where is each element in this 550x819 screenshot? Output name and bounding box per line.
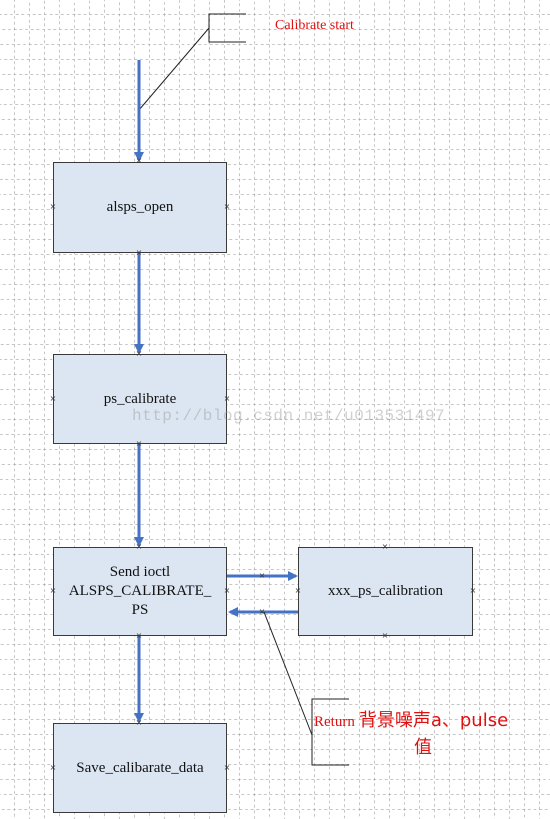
- return-cn-text-line2: 值: [414, 737, 432, 758]
- save-calibarate-data-label: Save_calibarate_data: [76, 759, 204, 776]
- connection-point-marker: ×: [135, 631, 143, 640]
- xxx-ps-calibration-label: xxx_ps_calibration: [328, 583, 443, 599]
- connection-point-marker: ×: [49, 586, 57, 595]
- connection-point-marker: ×: [223, 394, 231, 403]
- send-ioctl-label-line2: ALSPS_CALIBRATE_: [68, 583, 212, 599]
- connection-point-marker: ×: [223, 202, 231, 211]
- return-cn-text: 背景噪声a、pulse: [358, 710, 509, 731]
- connection-point-marker: ×: [49, 394, 57, 403]
- ps-calibrate-label: ps_calibrate: [103, 390, 177, 407]
- return-annotation: Return 背景噪声a、pulse 值: [314, 708, 544, 761]
- connection-point-marker: ×: [381, 542, 389, 551]
- calibrate-start-callout-bracket: [208, 13, 246, 43]
- connection-point-marker: ×: [258, 607, 266, 616]
- connection-point-marker: ×: [135, 439, 143, 448]
- send-ioctl-label-line1: Send ioctl: [109, 564, 171, 580]
- connection-point-marker: ×: [469, 586, 477, 595]
- connection-point-marker: ×: [258, 571, 266, 580]
- connection-point-marker: ×: [294, 586, 302, 595]
- send-ioctl-box: Send ioctl ALSPS_CALIBRATE_ PS: [53, 547, 227, 636]
- xxx-ps-calibration-box: xxx_ps_calibration: [298, 547, 473, 636]
- return-callout-leader: [263, 611, 313, 736]
- connection-point-marker: ×: [135, 156, 143, 165]
- save-calibarate-data-box: Save_calibarate_data: [53, 723, 227, 813]
- return-callout-bracket: [311, 698, 349, 766]
- connection-point-marker: ×: [135, 349, 143, 358]
- alsps-open-box: alsps_open: [53, 162, 227, 253]
- connection-point-marker: ×: [223, 763, 231, 772]
- ps-calibrate-box: ps_calibrate: [53, 354, 227, 444]
- connection-point-marker: ×: [49, 202, 57, 211]
- watermark-text: http://blog.csdn.net/u013531497: [132, 407, 446, 425]
- connection-point-marker: ×: [381, 631, 389, 640]
- connection-point-marker: ×: [223, 586, 231, 595]
- connection-point-marker: ×: [135, 542, 143, 551]
- return-prefix: Return: [314, 714, 355, 730]
- send-ioctl-label-line3: PS: [131, 602, 149, 618]
- calibrate-start-callout-leader: [138, 27, 210, 111]
- connection-point-marker: ×: [135, 248, 143, 257]
- connection-point-marker: ×: [49, 763, 57, 772]
- calibrate-start-annotation: Calibrate start: [275, 18, 354, 33]
- connection-point-marker: ×: [135, 718, 143, 727]
- alsps-open-label: alsps_open: [106, 199, 174, 215]
